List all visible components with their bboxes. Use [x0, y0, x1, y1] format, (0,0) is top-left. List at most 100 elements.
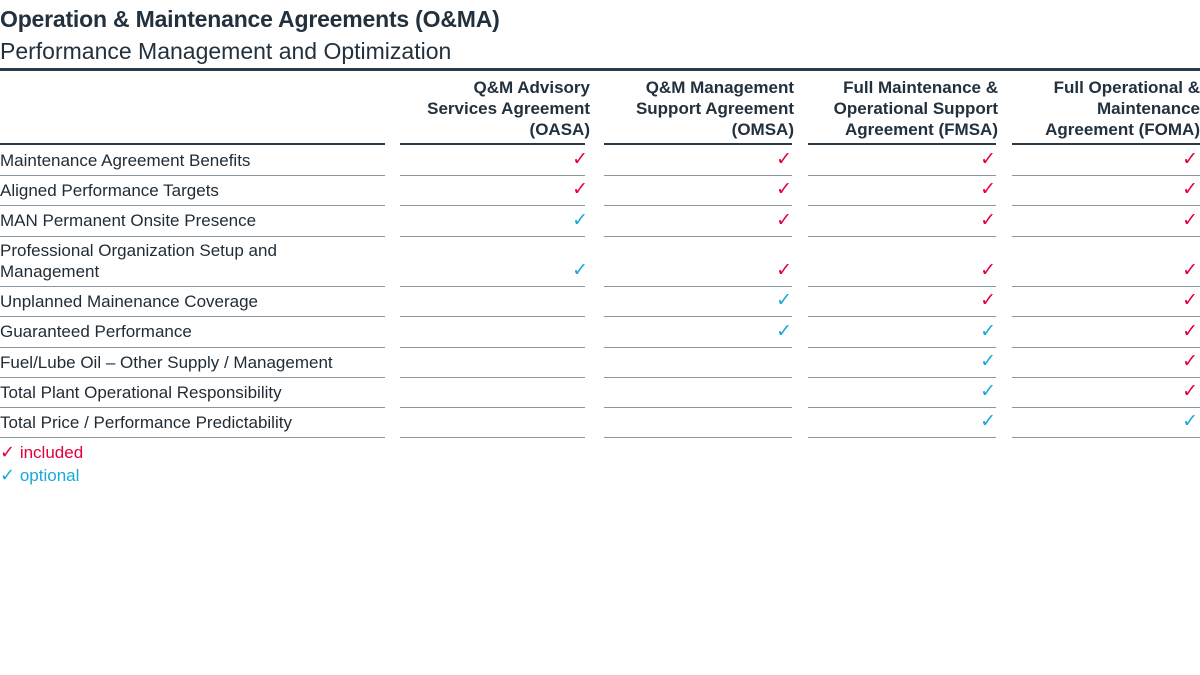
row-divider	[1012, 175, 1200, 176]
check-icon: ✓	[776, 209, 792, 231]
column-header-divider	[400, 143, 585, 145]
row-label-line: Guaranteed Performance	[0, 322, 192, 341]
row-divider	[400, 347, 585, 348]
row-divider	[808, 205, 996, 206]
column-header-divider	[808, 143, 996, 145]
check-icon: ✓	[1182, 209, 1198, 231]
row-divider	[604, 286, 792, 287]
check-icon: ✓	[980, 209, 996, 231]
column-header-line: (OMSA)	[731, 120, 794, 139]
row-divider	[400, 175, 585, 176]
row-divider	[808, 407, 996, 408]
column-header-line: Q&M Management	[645, 78, 794, 97]
legend-included: ✓ included	[0, 442, 83, 464]
row-divider	[604, 175, 792, 176]
row-label-line: Management	[0, 262, 100, 281]
check-icon: ✓	[0, 465, 16, 486]
column-header-line: Full Maintenance &	[843, 78, 998, 97]
check-icon: ✓	[572, 178, 588, 200]
row-divider	[0, 437, 385, 438]
row-divider	[808, 175, 996, 176]
check-icon: ✓	[1182, 289, 1198, 311]
legend-included-label: included	[19, 443, 84, 462]
row-divider	[400, 316, 585, 317]
row-divider	[604, 407, 792, 408]
row-label-line: Fuel/Lube Oil – Other Supply / Managemen…	[0, 353, 333, 372]
row-label-line: MAN Permanent Onsite Presence	[0, 211, 257, 230]
row-label-line: Total Price / Performance Predictability	[0, 413, 292, 432]
row-divider	[400, 437, 585, 438]
check-icon: ✓	[776, 178, 792, 200]
check-icon: ✓	[776, 320, 792, 342]
check-icon: ✓	[1182, 380, 1198, 402]
check-icon: ✓	[1182, 410, 1198, 432]
label-header-divider	[0, 143, 385, 145]
row-divider	[604, 347, 792, 348]
column-header-divider	[1012, 143, 1200, 145]
check-icon: ✓	[776, 259, 792, 281]
column-header-line: Q&M Advisory	[473, 78, 590, 97]
row-divider	[0, 175, 385, 176]
row-divider	[0, 236, 385, 237]
row-divider	[0, 407, 385, 408]
row-divider	[604, 236, 792, 237]
column-header-divider	[604, 143, 792, 145]
row-divider	[400, 205, 585, 206]
check-icon: ✓	[572, 148, 588, 170]
check-icon: ✓	[980, 320, 996, 342]
row-divider	[604, 316, 792, 317]
check-icon: ✓	[980, 410, 996, 432]
row-divider	[604, 205, 792, 206]
column-header-line: Operational Support	[833, 99, 998, 118]
row-label-line: Unplanned Mainenance Coverage	[0, 292, 259, 311]
page-subtitle: Performance Management and Optimization	[0, 38, 452, 64]
column-header-line: Support Agreement	[635, 99, 794, 118]
row-label: Total Price / Performance Predictability	[0, 412, 292, 433]
row-label-line: Total Plant Operational Responsibility	[0, 383, 282, 402]
row-label: Aligned Performance Targets	[0, 180, 219, 201]
row-label: MAN Permanent Onsite Presence	[0, 210, 256, 231]
check-icon: ✓	[1182, 148, 1198, 170]
check-icon: ✓	[0, 442, 16, 463]
row-label-line: Professional Organization Setup and	[0, 241, 277, 260]
check-icon: ✓	[1182, 178, 1198, 200]
row-label-line: Maintenance Agreement Benefits	[0, 151, 251, 170]
row-divider	[1012, 377, 1200, 378]
check-icon: ✓	[776, 289, 792, 311]
row-divider	[808, 377, 996, 378]
page-title: Operation & Maintenance Agreements (O&MA…	[0, 6, 500, 32]
row-divider	[400, 377, 585, 378]
row-divider	[808, 316, 996, 317]
column-header-line: Agreement (FOMA)	[1045, 120, 1200, 139]
legend-optional-label: optional	[19, 466, 80, 485]
check-icon: ✓	[572, 209, 588, 231]
row-divider	[1012, 437, 1200, 438]
row-divider	[1012, 286, 1200, 287]
row-label-line: Aligned Performance Targets	[0, 181, 219, 200]
check-icon: ✓	[980, 380, 996, 402]
row-divider	[400, 286, 585, 287]
row-divider	[0, 316, 385, 317]
check-icon: ✓	[572, 259, 588, 281]
column-header-line: (OASA)	[529, 120, 590, 139]
row-divider	[400, 236, 585, 237]
row-divider	[0, 347, 385, 348]
row-divider	[1012, 316, 1200, 317]
column-header-line: Maintenance	[1097, 99, 1200, 118]
title-divider	[0, 68, 1200, 71]
column-header-line: Agreement (FMSA)	[844, 120, 998, 139]
row-divider	[0, 286, 385, 287]
row-divider	[0, 205, 385, 206]
legend-optional: ✓ optional	[0, 465, 79, 487]
row-divider	[808, 286, 996, 287]
check-icon: ✓	[980, 259, 996, 281]
check-icon: ✓	[776, 148, 792, 170]
row-label: Guaranteed Performance	[0, 321, 192, 342]
row-label: Unplanned Mainenance Coverage	[0, 291, 258, 312]
column-header-line: Services Agreement	[427, 99, 590, 118]
check-icon: ✓	[980, 178, 996, 200]
